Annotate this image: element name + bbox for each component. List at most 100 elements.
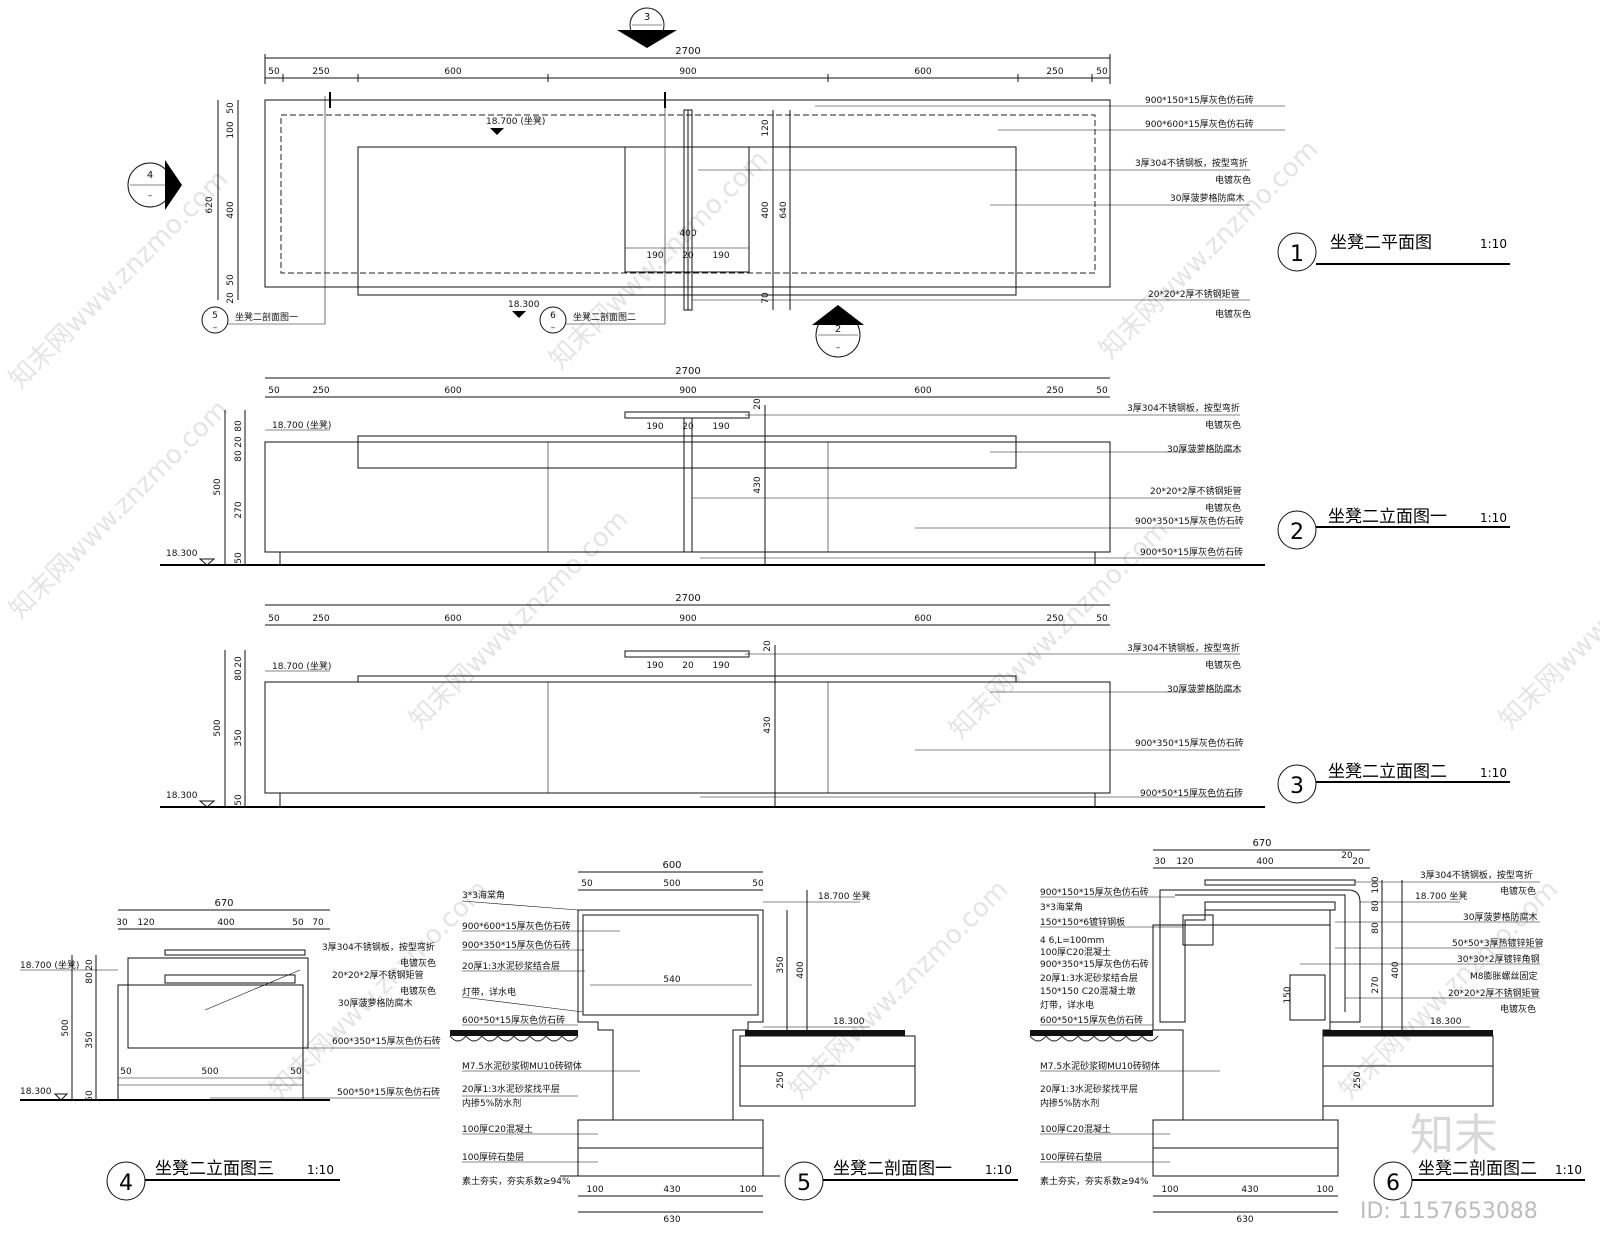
svg-text:4: 4 xyxy=(147,170,153,181)
svg-text:100厚碎石垫层: 100厚碎石垫层 xyxy=(1040,1151,1102,1163)
watermark-site: 知末网www.znzmo.com xyxy=(4,394,235,625)
svg-text:电镀灰色: 电镀灰色 xyxy=(1205,659,1241,671)
svg-text:900*350*15厚灰色仿石砖: 900*350*15厚灰色仿石砖 xyxy=(462,939,571,951)
svg-text:50: 50 xyxy=(290,1067,302,1077)
svg-text:600: 600 xyxy=(444,614,461,624)
view-marker-2: 2 – xyxy=(812,305,864,358)
svg-text:坐凳二剖面图二: 坐凳二剖面图二 xyxy=(1418,1159,1537,1179)
svg-text:430: 430 xyxy=(663,1185,680,1195)
svg-text:50: 50 xyxy=(226,274,236,286)
svg-text:400: 400 xyxy=(679,229,696,239)
svg-text:900*600*15厚灰色仿石砖: 900*600*15厚灰色仿石砖 xyxy=(1145,118,1254,130)
svg-text:190: 190 xyxy=(712,661,729,671)
svg-text:30厚菠萝格防腐木: 30厚菠萝格防腐木 xyxy=(1167,443,1241,455)
svg-text:–: – xyxy=(836,343,841,353)
svg-text:900*350*15厚灰色仿石砖: 900*350*15厚灰色仿石砖 xyxy=(1135,737,1244,749)
svg-text:500*50*15厚灰色仿石砖: 500*50*15厚灰色仿石砖 xyxy=(337,1086,440,1098)
svg-text:6: 6 xyxy=(1386,1171,1400,1196)
svg-text:670: 670 xyxy=(214,898,233,909)
marker-5: 5 xyxy=(212,311,218,321)
svg-text:600: 600 xyxy=(914,386,931,396)
svg-text:80: 80 xyxy=(1371,900,1381,912)
svg-text:100: 100 xyxy=(1161,1185,1178,1195)
plan-callouts: 900*150*15厚灰色仿石砖 900*600*15厚灰色仿石砖 3厚304不… xyxy=(692,94,1285,320)
svg-text:M7.5水泥砂浆砌MU10砖砌体: M7.5水泥砂浆砌MU10砖砌体 xyxy=(1040,1060,1160,1072)
svg-text:18.300: 18.300 xyxy=(1430,1017,1462,1027)
dim-total: 2700 xyxy=(675,46,700,57)
svg-text:500: 500 xyxy=(61,1019,71,1036)
svg-text:540: 540 xyxy=(663,975,680,985)
svg-text:20: 20 xyxy=(682,251,694,261)
svg-text:100: 100 xyxy=(226,121,236,138)
svg-text:600: 600 xyxy=(914,614,931,624)
svg-text:190: 190 xyxy=(646,661,663,671)
svg-text:620: 620 xyxy=(205,196,215,213)
svg-text:30: 30 xyxy=(1154,857,1166,867)
svg-text:20: 20 xyxy=(226,292,236,304)
svg-text:20: 20 xyxy=(682,422,694,432)
svg-text:100厚C20混凝土: 100厚C20混凝土 xyxy=(1040,946,1111,958)
plan-view: 2700 50 250 600 900 600 250 50 400 190 2… xyxy=(127,7,1510,358)
section-1: 600 50 500 50 540 350 400 250 18.700 坐凳 … xyxy=(449,860,1018,1225)
elev2-callouts: 3厚304不锈钢板，按型弯折 电镀灰色 30厚菠萝格防腐木 900*350*15… xyxy=(700,642,1244,799)
svg-text:900*50*15厚灰色仿石砖: 900*50*15厚灰色仿石砖 xyxy=(1140,546,1243,558)
svg-text:400: 400 xyxy=(226,201,236,218)
svg-text:–: – xyxy=(148,191,153,201)
svg-text:80: 80 xyxy=(234,420,244,432)
svg-text:150*150*6镀锌钢板: 150*150*6镀锌钢板 xyxy=(1040,916,1125,928)
elev1-steel-plate xyxy=(624,411,750,419)
svg-text:坐凳二剖面图一: 坐凳二剖面图一 xyxy=(833,1159,952,1179)
svg-text:80: 80 xyxy=(85,972,95,984)
svg-text:18.300: 18.300 xyxy=(166,791,198,801)
view-marker-4: 4 – xyxy=(127,160,182,210)
elev3-title: 4 坐凳二立面图三 1:10 xyxy=(106,1159,340,1201)
svg-text:电镀灰色: 电镀灰色 xyxy=(1205,419,1241,431)
svg-text:坐凳二立面图三: 坐凳二立面图三 xyxy=(155,1159,274,1179)
svg-text:400: 400 xyxy=(796,961,806,978)
svg-text:3: 3 xyxy=(644,12,650,23)
svg-text:190: 190 xyxy=(646,251,663,261)
svg-text:430: 430 xyxy=(763,716,773,733)
svg-text:50: 50 xyxy=(581,879,593,889)
svg-text:250: 250 xyxy=(312,67,329,77)
sect2-concrete xyxy=(1152,1119,1339,1149)
svg-text:500: 500 xyxy=(663,879,680,889)
sect1-title: 5 坐凳二剖面图一 1:10 xyxy=(784,1159,1018,1201)
svg-text:500: 500 xyxy=(213,719,223,736)
svg-text:190: 190 xyxy=(712,422,729,432)
svg-text:20: 20 xyxy=(1341,851,1353,861)
svg-text:20厚1:3水泥砂浆结合层: 20厚1:3水泥砂浆结合层 xyxy=(462,960,560,972)
svg-text:18.300: 18.300 xyxy=(833,1017,865,1027)
svg-text:2: 2 xyxy=(835,324,841,335)
svg-text:500: 500 xyxy=(213,478,223,495)
elev1-tube xyxy=(683,417,693,553)
svg-text:100厚C20混凝土: 100厚C20混凝土 xyxy=(1040,1123,1111,1135)
svg-text:1: 1 xyxy=(1290,242,1304,267)
svg-text:630: 630 xyxy=(663,1215,680,1225)
svg-text:20: 20 xyxy=(85,959,95,971)
svg-text:900*150*15厚灰色仿石砖: 900*150*15厚灰色仿石砖 xyxy=(1040,886,1149,898)
svg-text:900*150*15厚灰色仿石砖: 900*150*15厚灰色仿石砖 xyxy=(1145,94,1254,106)
svg-text:50: 50 xyxy=(234,794,244,806)
svg-text:4: 4 xyxy=(119,1171,133,1196)
svg-text:80: 80 xyxy=(1371,922,1381,934)
svg-text:电镀灰色: 电镀灰色 xyxy=(1215,174,1251,186)
sect1-callouts: 3*3海棠角 900*600*15厚灰色仿石砖 900*350*15厚灰色仿石砖… xyxy=(461,889,640,1187)
svg-text:–: – xyxy=(551,323,556,333)
svg-text:–: – xyxy=(213,323,218,333)
svg-text:50: 50 xyxy=(752,879,764,889)
svg-text:素土夯实，夯实系数≥94%: 素土夯实，夯实系数≥94% xyxy=(462,1175,571,1187)
svg-text:350: 350 xyxy=(776,956,786,973)
svg-text:600: 600 xyxy=(914,67,931,77)
svg-text:3厚304不锈钢板，按型弯折: 3厚304不锈钢板，按型弯折 xyxy=(1127,642,1240,654)
svg-text:20厚1:3水泥砂浆找平层: 20厚1:3水泥砂浆找平层 xyxy=(462,1083,560,1095)
sect2-callouts-left: 900*150*15厚灰色仿石砖 3*3海棠角 150*150*6镀锌钢板 4 … xyxy=(1040,886,1220,1187)
elev1-wood xyxy=(357,435,1017,469)
svg-text:100: 100 xyxy=(1371,876,1381,893)
watermark-site: 知末网www.znzmo.com xyxy=(784,874,1015,1105)
svg-text:640: 640 xyxy=(779,201,789,218)
svg-text:70: 70 xyxy=(312,918,324,928)
svg-text:18.700 (坐凳): 18.700 (坐凳) xyxy=(272,661,331,672)
watermark-layer: 知末网www.znzmo.com 知末网www.znzmo.com 知末网www… xyxy=(4,134,1600,1105)
svg-text:600: 600 xyxy=(444,386,461,396)
